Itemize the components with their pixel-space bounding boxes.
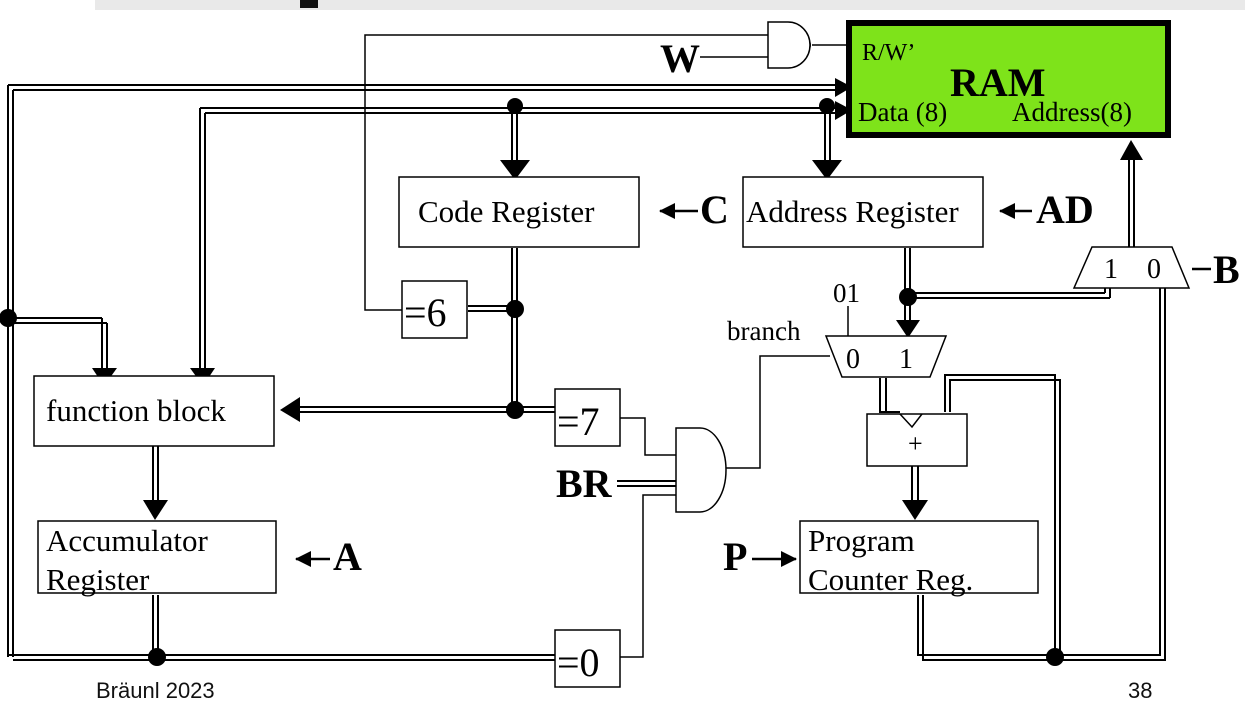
ram-block: RAM R/W’ Data (8) Address(8) [846, 20, 1171, 138]
pc-label-line1: Program [808, 523, 915, 558]
footer-author: Bräunl 2023 [96, 678, 215, 703]
svg-text:=0: =0 [557, 640, 600, 685]
adder-block: + [866, 413, 968, 467]
address-register: Address Register [742, 176, 984, 248]
accumulator-label-line1: Accumulator [46, 523, 209, 558]
footer-page-number: 38 [1128, 678, 1153, 703]
signal-a: A [333, 534, 362, 579]
svg-text:1: 1 [1104, 254, 1118, 285]
svg-text:0: 0 [846, 344, 860, 375]
signal-br: BR [556, 461, 613, 506]
code-register-label: Code Register [418, 194, 595, 229]
signal-w: W [660, 36, 700, 81]
svg-text:=6: =6 [404, 290, 447, 335]
function-block-label: function block [46, 393, 226, 428]
ram-data-port: Data (8) [858, 97, 947, 127]
svg-text:1: 1 [899, 344, 913, 375]
program-counter-register: Program Counter Reg. [799, 520, 1039, 597]
title-banner-remnant [95, 0, 1245, 10]
ram-rw-port: R/W’ [862, 40, 915, 66]
title-banner-glyph [300, 0, 318, 8]
accumulator-register: Accumulator Register [37, 520, 277, 597]
ram-address-port: Address(8) [1012, 97, 1132, 127]
comparator-eq7: =7 [554, 388, 621, 447]
const-01-label: 01 [833, 278, 860, 308]
branch-mux: 0 1 [824, 335, 948, 378]
svg-text:0: 0 [1147, 254, 1161, 285]
adder-label: + [908, 429, 923, 458]
ram-title: RAM [950, 60, 1046, 105]
signal-p: P [723, 534, 747, 579]
comparator-eq0: =0 [554, 629, 621, 688]
accumulator-label-line2: Register [46, 562, 150, 597]
function-block: function block [33, 375, 275, 447]
pc-label-line2: Counter Reg. [808, 562, 973, 597]
signal-ad: AD [1036, 187, 1094, 232]
comparator-eq6: =6 [401, 280, 468, 339]
signal-b: B [1213, 247, 1240, 292]
and-gate-branch [675, 427, 727, 513]
signal-c: C [700, 187, 729, 232]
control-signals: W C AD B BR A P [295, 36, 1240, 579]
and-gate-write [767, 21, 811, 69]
address-register-label: Address Register [746, 194, 959, 229]
code-register: Code Register [398, 176, 640, 248]
branch-label: branch [727, 316, 801, 346]
address-mux: 1 0 [1072, 246, 1191, 289]
svg-text:=7: =7 [557, 399, 600, 444]
